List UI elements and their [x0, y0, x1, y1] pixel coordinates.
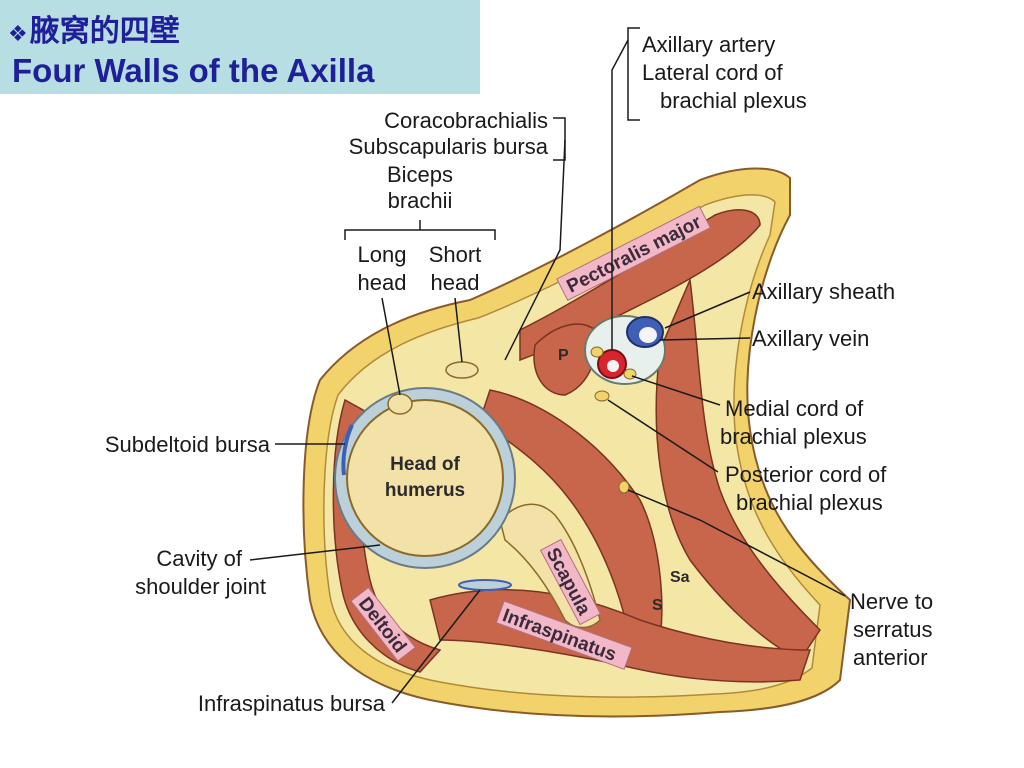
infraspinatus-bursa-shape [458, 579, 512, 591]
posterior-cord-shape [594, 390, 610, 402]
head-of-humerus [346, 399, 504, 557]
title-english: Four Walls of the Axilla [12, 52, 375, 89]
short-head-label-1: Short [429, 242, 482, 267]
medial-cord-label-2: brachial plexus [720, 424, 867, 449]
posterior-cord-label-2: brachial plexus [736, 490, 883, 515]
axillary-vein-lumen [639, 327, 657, 343]
axillary-sheath-label: Axillary sheath [752, 279, 895, 304]
title-chinese-line: ❖腋窝的四壁 [8, 6, 180, 50]
pectoralis-minor-label: P [558, 347, 569, 364]
axillary-vein-label: Axillary vein [752, 326, 869, 351]
serratus-anterior-muscle [655, 277, 821, 661]
posterior-cord-label-1: Posterior cord of [725, 462, 887, 487]
nerve-to-serratus-label-2: serratus [853, 617, 932, 642]
callout-labels: Axillary artery Lateral cord of brachial… [105, 32, 933, 716]
medial-cord-label-1: Medial cord of [725, 396, 864, 421]
illustration: Pectoralis major Deltoid Infraspinatus S… [302, 167, 852, 718]
nerve-to-serratus-label-1: Nerve to [850, 589, 933, 614]
infraspinatus-bursa-label: Infraspinatus bursa [198, 691, 386, 716]
nerve-to-serratus-shape [618, 480, 630, 494]
lateral-cord-shape [590, 346, 604, 358]
leader-lines [249, 27, 846, 704]
subdeltoid-bursa-shape [341, 424, 354, 476]
long-head-tendon [387, 393, 413, 415]
axillary-artery-label: Axillary artery [642, 32, 775, 57]
title-chinese: 腋窝的四壁 [29, 14, 180, 49]
short-head-label-2: head [431, 270, 480, 295]
lateral-cord-label-2: brachial plexus [660, 88, 807, 113]
subscapularis-label: S [652, 597, 663, 614]
biceps-label-1: Biceps [387, 162, 453, 187]
short-head-tendon [445, 361, 479, 379]
cavity-label-2: shoulder joint [135, 574, 266, 599]
head-of-humerus-label-2: humerus [385, 480, 465, 501]
subscapularis-bursa-label: Subscapularis bursa [349, 134, 549, 159]
cavity-label-1: Cavity of [156, 546, 242, 571]
nerve-to-serratus-label-3: anterior [853, 645, 928, 670]
axillary-artery-lumen [607, 360, 619, 372]
diamond-bullet-icon: ❖ [8, 22, 28, 47]
head-of-humerus-label-1: Head of [390, 454, 460, 475]
biceps-label-2: brachii [388, 188, 453, 213]
lateral-cord-label-1: Lateral cord of [642, 60, 784, 85]
subdeltoid-bursa-label: Subdeltoid bursa [105, 432, 271, 457]
long-head-label-1: Long [358, 242, 407, 267]
title-banner: ❖腋窝的四壁 Four Walls of the Axilla [0, 0, 480, 94]
long-head-label-2: head [358, 270, 407, 295]
coracobrachialis-label: Coracobrachialis [384, 108, 548, 133]
serratus-anterior-label: Sa [670, 569, 690, 586]
